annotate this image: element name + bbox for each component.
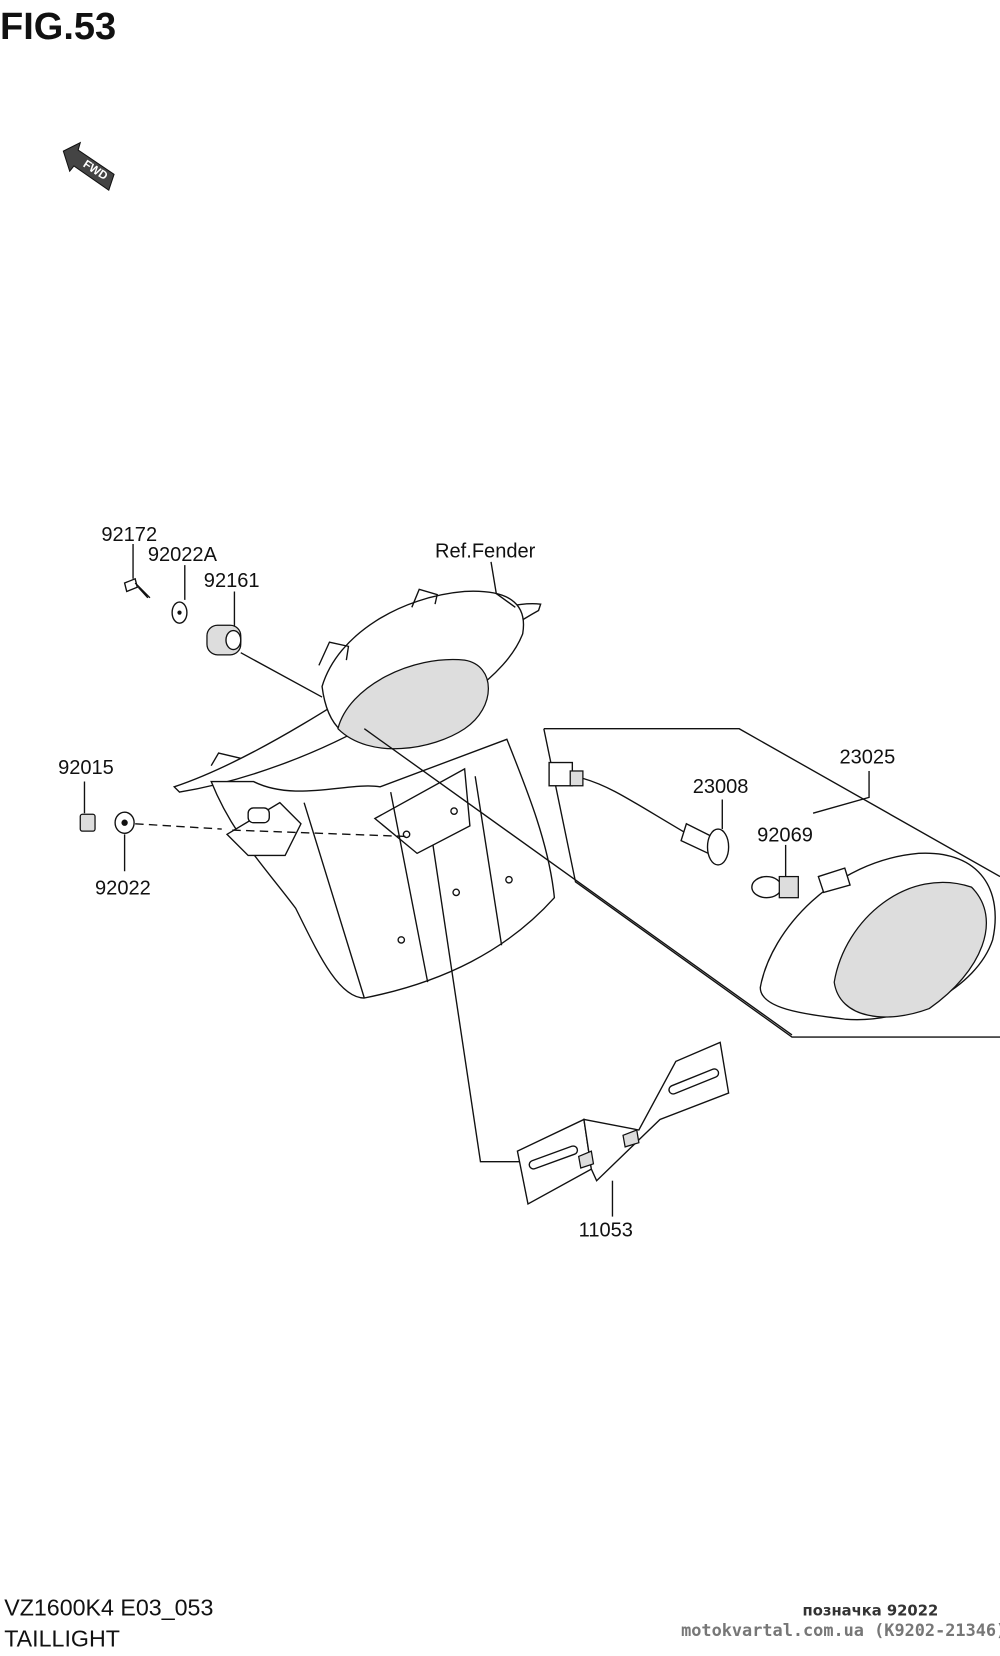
callout-ref-fender: Ref.Fender bbox=[435, 541, 536, 563]
washer-hole bbox=[177, 610, 182, 615]
callout-92069: 92069 bbox=[757, 825, 813, 847]
watermark-site: motokvartal.com.ua (K9202-21346) bbox=[681, 1620, 1000, 1640]
callout-92022: 92022 bbox=[95, 878, 151, 900]
fwd-arrow-icon: FWD bbox=[62, 141, 115, 192]
bolt-92172 bbox=[123, 577, 151, 599]
section-title: TAILLIGHT bbox=[4, 1625, 120, 1651]
callout-92022a: 92022A bbox=[148, 544, 218, 566]
figure-title: FIG.53 bbox=[0, 6, 116, 48]
callout-11053: 11053 bbox=[579, 1220, 633, 1242]
nut-92015 bbox=[79, 813, 96, 832]
callout-92172: 92172 bbox=[101, 524, 157, 546]
callout-92015: 92015 bbox=[58, 757, 114, 779]
taillight-lens-23025 bbox=[759, 852, 996, 1021]
wire-harness-23008 bbox=[548, 761, 730, 866]
washer-92022 bbox=[114, 811, 135, 834]
grommet-92161 bbox=[206, 624, 242, 656]
callout-23025: 23025 bbox=[839, 747, 895, 769]
license-bracket-11053 bbox=[516, 1041, 730, 1217]
bulb-92069 bbox=[751, 844, 799, 899]
callout-92161: 92161 bbox=[204, 570, 260, 592]
model-code: VZ1600K4 E03_053 bbox=[4, 1595, 213, 1621]
callout-23008: 23008 bbox=[693, 776, 749, 798]
watermark-label: позначка 92022 bbox=[803, 1603, 939, 1620]
